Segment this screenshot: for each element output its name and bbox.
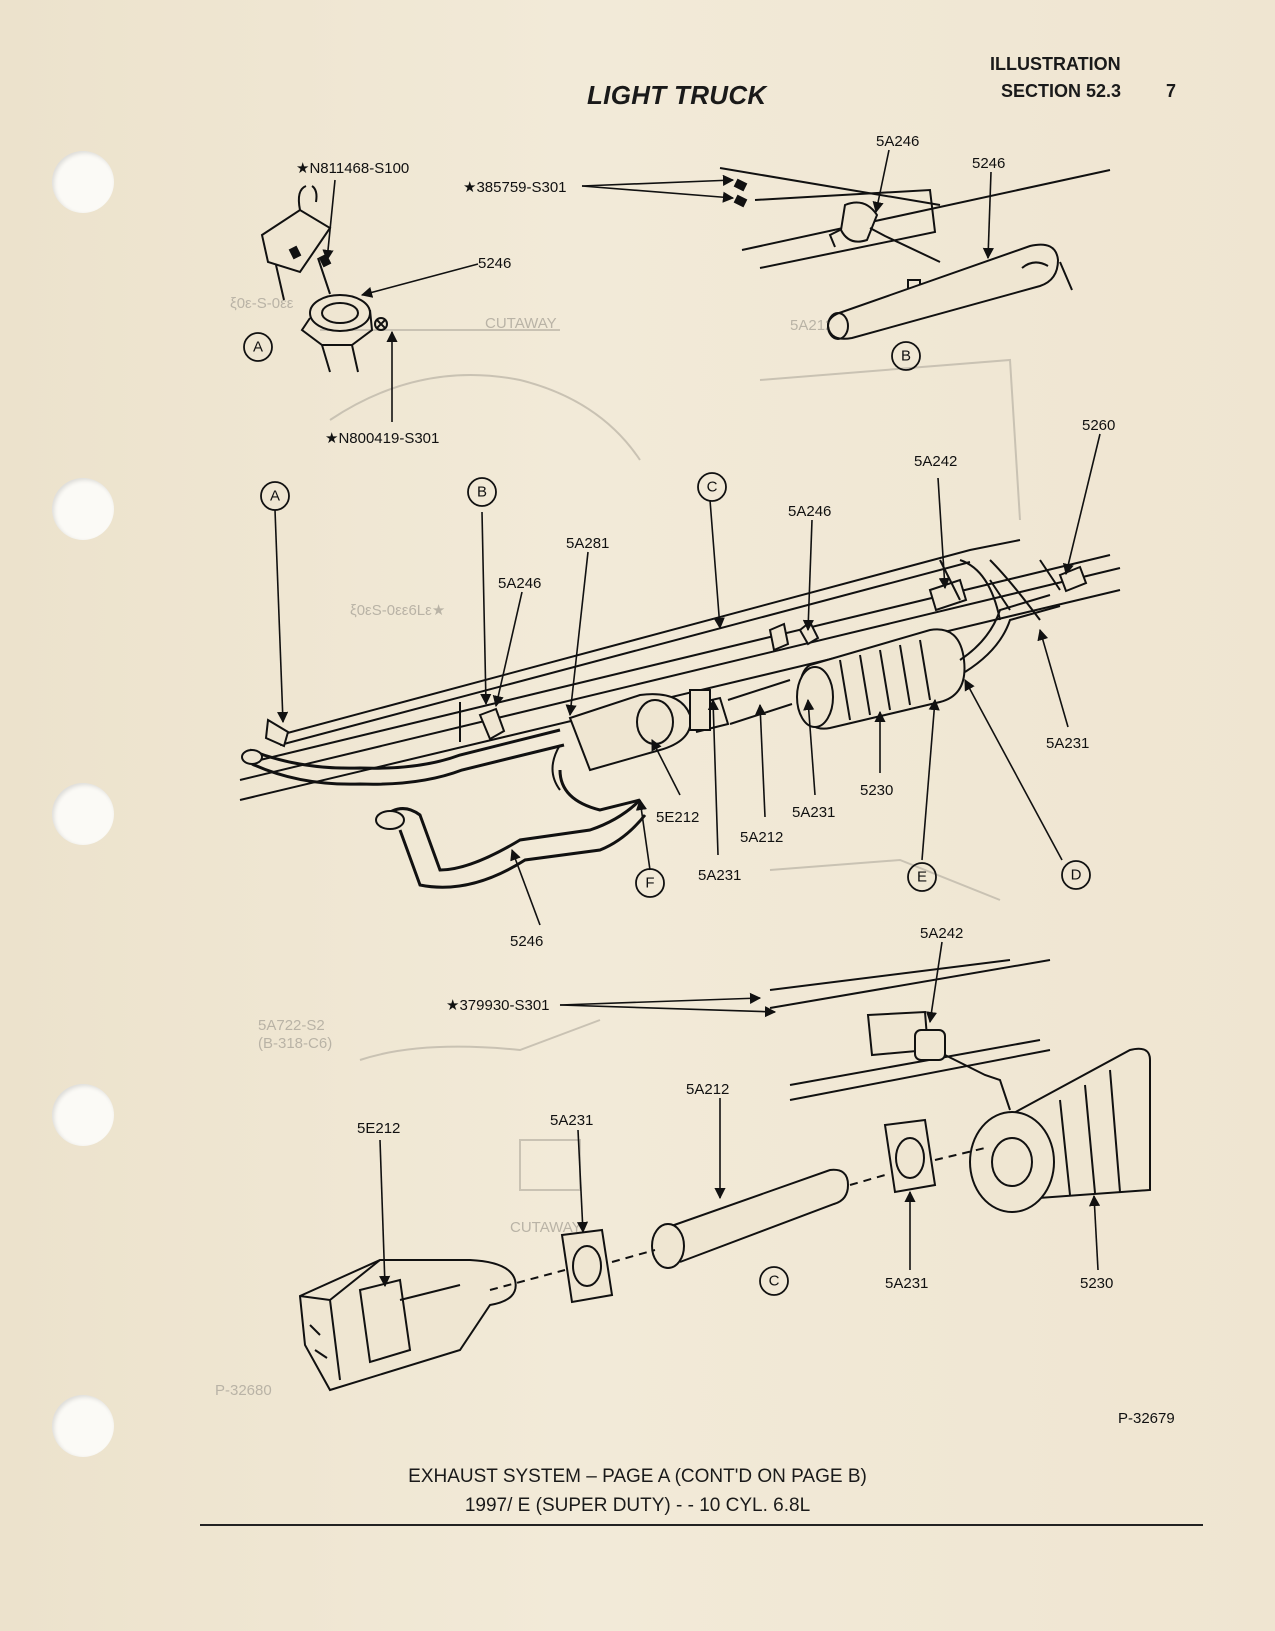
detail-c-bracket-label: 5A242 <box>920 925 963 942</box>
binder-hole <box>52 151 114 213</box>
main-5a231-right-label: 5A231 <box>1046 735 1089 752</box>
detail-a-gasket-label: 5246 <box>478 255 511 272</box>
footer-rule <box>200 1524 1203 1526</box>
figure-number: P-32679 <box>1118 1410 1175 1427</box>
footer-line-1: EXHAUST SYSTEM – PAGE A (CONT'D ON PAGE … <box>408 1466 867 1487</box>
detail-b-drawing <box>719 167 1111 340</box>
main-5a281-label: 5A281 <box>566 535 609 552</box>
illustration-label: ILLUSTRATION <box>990 54 1121 74</box>
main-5a246-left-label: 5A246 <box>498 575 541 592</box>
svg-text:P-32680: P-32680 <box>215 1382 272 1399</box>
binder-hole <box>52 478 114 540</box>
footer-line-2: 1997/ E (SUPER DUTY) - - 10 CYL. 6.8L <box>464 1495 811 1516</box>
page-title: LIGHT TRUCK <box>587 80 767 110</box>
detail-c-drawing <box>298 959 1151 1392</box>
bleed-through-text: ξ0ε-S-0εε CUTAWAY 5A212 ξ0εS-0εε6Lε★ CUT… <box>215 295 833 1399</box>
binder-hole <box>52 1084 114 1146</box>
detail-a-drawing <box>260 185 388 373</box>
callout-b-text: B <box>477 484 487 501</box>
main-5e212-label: 5E212 <box>656 809 699 826</box>
callout-d-main: D <box>1061 860 1091 890</box>
detail-a-nut-label: ★N800419-S301 <box>325 430 439 447</box>
svg-text:5A212: 5A212 <box>790 317 833 334</box>
main-5230-label: 5230 <box>860 782 893 799</box>
callout-b-main: B <box>467 477 497 507</box>
svg-text:CUTAWAY: CUTAWAY <box>485 315 557 332</box>
callout-e-main: E <box>907 862 937 892</box>
detail-b-pipe-label: 5246 <box>972 155 1005 172</box>
callout-f-text: F <box>645 875 654 892</box>
svg-text:ξ0ε-S-0εε: ξ0ε-S-0εε <box>230 295 294 312</box>
binder-hole <box>52 783 114 845</box>
main-5a231-mid-label: 5A231 <box>792 804 835 821</box>
main-view-drawing <box>239 539 1121 889</box>
callout-b-top: B <box>891 341 921 371</box>
leader-lines <box>274 149 1101 1288</box>
callout-d-text: D <box>1071 867 1082 884</box>
callout-a-text: A <box>253 339 263 356</box>
callout-a-text: A <box>270 488 280 505</box>
main-5260-label: 5260 <box>1082 417 1115 434</box>
detail-c-muffler-label: 5230 <box>1080 1275 1113 1292</box>
svg-text:(B-318-C6): (B-318-C6) <box>258 1035 332 1052</box>
callout-c-text: C <box>707 479 718 496</box>
detail-c-pipe-label: 5A212 <box>686 1081 729 1098</box>
detail-b-bolts-label: ★385759-S301 <box>463 179 567 196</box>
detail-b-hanger-label: 5A246 <box>876 133 919 150</box>
svg-text:CUTAWAY: CUTAWAY <box>510 1219 582 1236</box>
detail-c-clamp-left-label: 5A231 <box>550 1112 593 1129</box>
main-5a231-bottom-label: 5A231 <box>698 867 741 884</box>
main-5a246-mid-label: 5A246 <box>788 503 831 520</box>
callout-b-text: B <box>901 348 911 365</box>
callout-c-text: C <box>769 1273 780 1290</box>
callout-c-detail: C <box>759 1266 789 1296</box>
callout-e-text: E <box>917 869 927 886</box>
svg-text:5A722-S2: 5A722-S2 <box>258 1017 325 1034</box>
callout-c-main: C <box>697 472 727 502</box>
page-number: 7 <box>1166 81 1177 101</box>
detail-c-clamp-right-label: 5A231 <box>885 1275 928 1292</box>
detail-a-stud-label: ★N811468-S100 <box>296 160 409 177</box>
section-label: SECTION 52.3 <box>1001 81 1122 101</box>
binder-hole <box>52 1395 114 1457</box>
detail-c-bolts-label: ★379930-S301 <box>446 997 550 1014</box>
svg-text:ξ0εS-0εε6Lε★: ξ0εS-0εε6Lε★ <box>350 602 445 619</box>
bleed-through <box>320 329 1021 1191</box>
main-5246-label: 5246 <box>510 933 543 950</box>
detail-c-converter-label: 5E212 <box>357 1120 400 1137</box>
callout-f-main: F <box>635 868 665 898</box>
callout-a-top: A <box>243 332 273 362</box>
main-5a242-label: 5A242 <box>914 453 957 470</box>
main-5a212-label: 5A212 <box>740 829 783 846</box>
callout-a-main: A <box>260 481 290 511</box>
